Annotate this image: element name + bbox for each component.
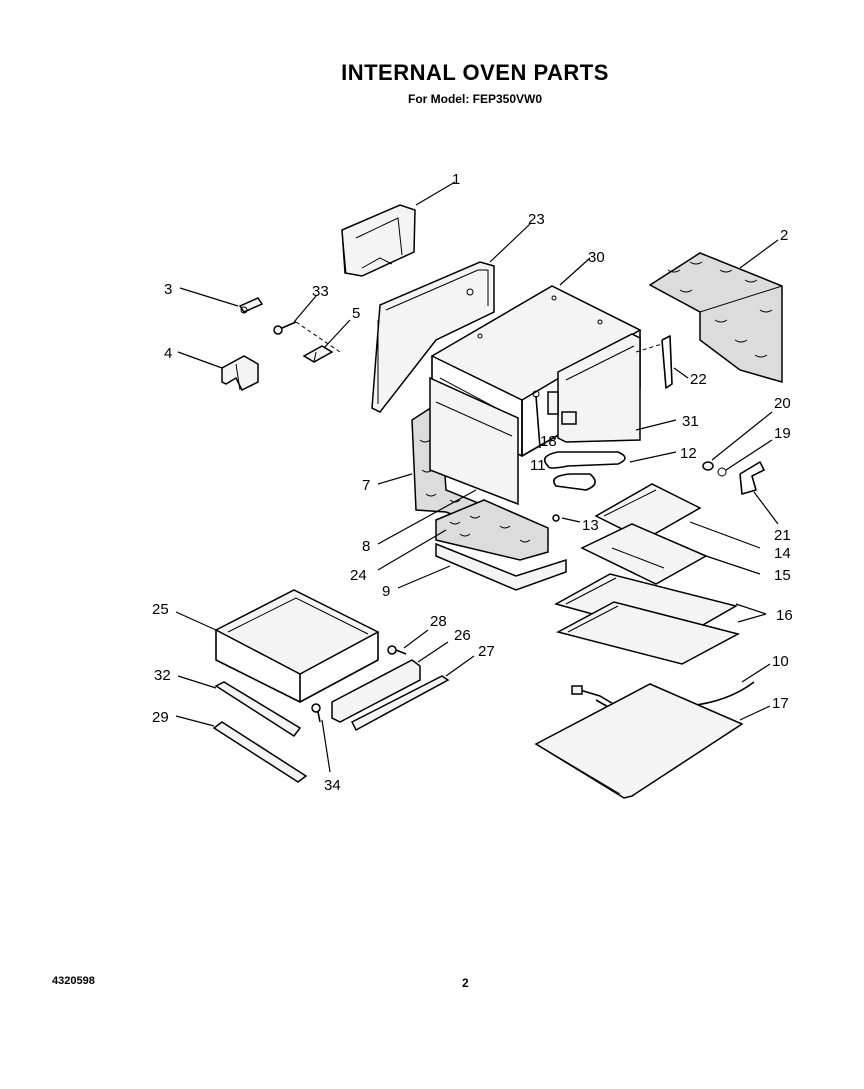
callout-3: 3 <box>164 281 172 298</box>
part-29-drawer-slide <box>212 721 308 783</box>
part-9-bottom-pan <box>435 542 567 591</box>
part-11-sensor <box>532 390 541 449</box>
part-4-bracket <box>221 355 259 392</box>
callout-23: 23 <box>528 211 545 228</box>
page-number: 2 <box>462 976 469 990</box>
callout-13: 13 <box>582 517 599 534</box>
callout-1: 1 <box>452 171 460 188</box>
callout-10: 10 <box>772 653 789 670</box>
model-subtitle: For Model: FEP350VW0 <box>407 92 543 106</box>
callout-12: 12 <box>680 445 697 462</box>
part-23-rear-panel <box>371 261 495 413</box>
part-2-insulation <box>648 252 783 383</box>
part-20-bulb <box>702 461 714 471</box>
document-number: 4320598 <box>52 975 95 987</box>
callout-7: 7 <box>362 477 370 494</box>
callout-25: 25 <box>152 601 169 618</box>
part-24-bottom-insulation <box>435 499 549 561</box>
callout-32: 32 <box>154 667 171 684</box>
callout-29: 29 <box>152 709 169 726</box>
callout-33: 33 <box>312 283 329 300</box>
part-25-storage-drawer <box>214 589 380 703</box>
callout-20: 20 <box>774 395 791 412</box>
callout-30: 30 <box>588 249 605 266</box>
callout-22: 22 <box>690 371 707 388</box>
part-26-drawer-front <box>331 659 421 723</box>
part-32-drawer-slide <box>214 681 302 738</box>
part-13-screw <box>552 514 560 522</box>
callout-4: 4 <box>164 345 172 362</box>
callout-16: 16 <box>776 607 793 624</box>
callout-34: 34 <box>324 777 341 794</box>
part-3-clip <box>238 297 264 314</box>
part-5-bracket <box>302 345 334 363</box>
callout-28: 28 <box>430 613 447 630</box>
callout-15: 15 <box>774 567 791 584</box>
callout-18: 18 <box>540 433 557 450</box>
callout-14: 14 <box>774 545 791 562</box>
callout-9: 9 <box>382 583 390 600</box>
part-21-light-bracket <box>739 461 765 495</box>
callout-8: 8 <box>362 538 370 555</box>
part-16-oven-racks <box>554 573 741 665</box>
callout-21: 21 <box>774 527 791 544</box>
part-1-bracket <box>341 204 416 277</box>
part-19-lens <box>717 467 727 477</box>
callout-11: 11 <box>530 457 546 474</box>
part-34-screw <box>311 703 321 723</box>
part-8-rack-guides <box>429 376 519 506</box>
callout-24: 24 <box>350 567 367 584</box>
callout-31: 31 <box>682 413 699 430</box>
callout-2: 2 <box>780 227 788 244</box>
part-17-oven-bottom <box>534 683 744 799</box>
part-27-drawer-rail <box>350 675 450 732</box>
part-18-thermostat <box>547 391 577 425</box>
callout-19: 19 <box>774 425 791 442</box>
callout-27: 27 <box>478 643 495 660</box>
part-22-bracket <box>635 335 673 389</box>
page-title: INTERNAL OVEN PARTS <box>341 60 609 85</box>
callout-26: 26 <box>454 627 471 644</box>
part-28-screw <box>387 645 407 655</box>
part-33-screw <box>273 321 341 353</box>
callout-17: 17 <box>772 695 789 712</box>
part-12-bake-element <box>543 451 626 491</box>
part-15-broil-pan <box>580 523 708 585</box>
callout-5: 5 <box>352 305 360 322</box>
part-31-side-supports <box>557 333 641 443</box>
